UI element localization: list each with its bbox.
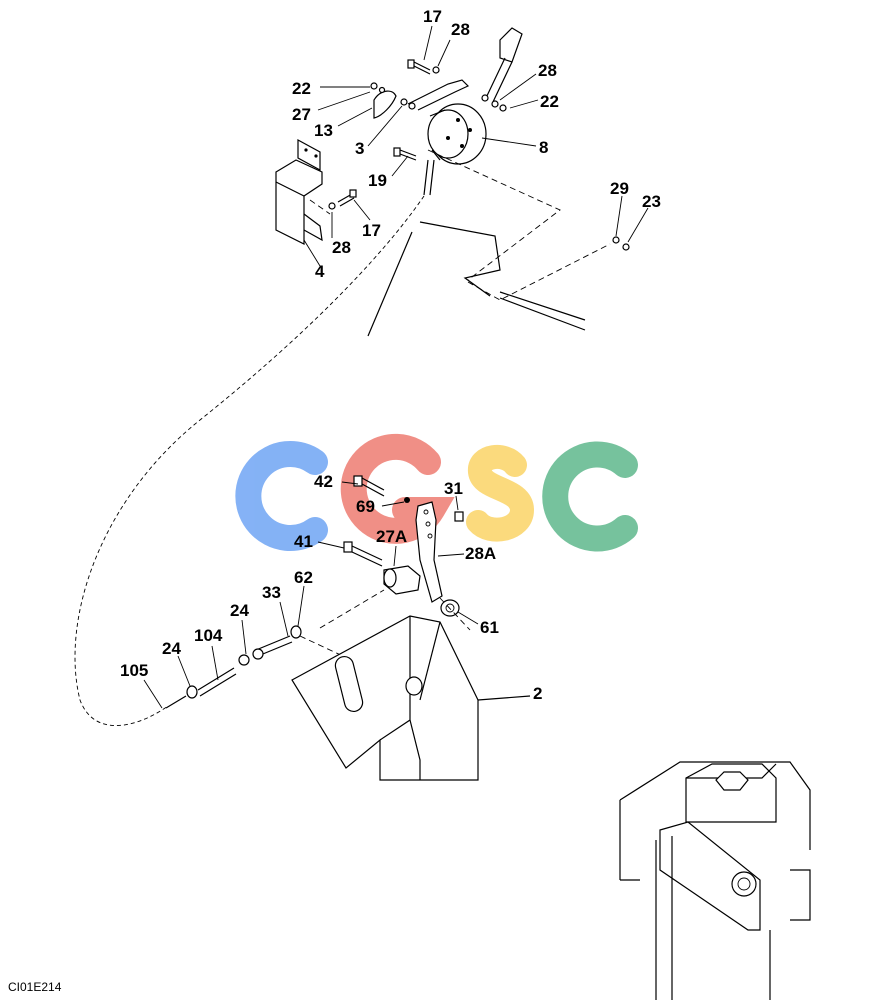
label-31: 31 — [444, 479, 463, 498]
label-27A: 27A — [376, 527, 407, 546]
watermark-letter-c2 — [542, 441, 638, 552]
label-19: 19 — [368, 171, 387, 190]
label-61: 61 — [480, 618, 499, 637]
label-62: 62 — [294, 568, 313, 587]
watermark-letter-g — [340, 433, 455, 544]
label-23: 23 — [642, 192, 661, 211]
label-17-top: 17 — [423, 7, 442, 26]
label-69: 69 — [356, 497, 375, 516]
label-28-top: 28 — [451, 20, 470, 39]
label-17-bracket: 17 — [362, 221, 381, 240]
label-8: 8 — [539, 138, 548, 157]
label-24-left: 24 — [162, 639, 181, 658]
watermark-letter-c1 — [235, 441, 328, 551]
label-3: 3 — [355, 139, 364, 158]
label-22-left: 22 — [292, 79, 311, 98]
label-28-right: 28 — [538, 61, 557, 80]
governor-linkage — [165, 475, 471, 709]
engine-block — [619, 761, 811, 1000]
label-28A: 28A — [465, 544, 496, 563]
label-2: 2 — [533, 684, 542, 703]
label-13: 13 — [314, 121, 333, 140]
throttle-lever-assembly — [370, 27, 523, 196]
watermark-letter-s — [466, 445, 535, 542]
label-104: 104 — [194, 626, 223, 645]
console-panel — [309, 149, 630, 337]
label-24-right: 24 — [230, 601, 249, 620]
label-41: 41 — [294, 532, 313, 551]
label-29: 29 — [610, 179, 629, 198]
leader-lines — [143, 25, 649, 709]
label-4: 4 — [315, 262, 325, 281]
part-labels: 17 28 22 27 13 3 19 8 28 22 28 17 4 29 2… — [120, 7, 661, 703]
label-105: 105 — [120, 661, 148, 680]
drawing-code: CI01E214 — [8, 980, 62, 994]
label-28-bracket: 28 — [332, 238, 351, 257]
governor-housing — [291, 615, 531, 781]
bracket-4 — [275, 138, 357, 245]
throttle-cable — [74, 195, 425, 726]
label-22-right: 22 — [540, 92, 559, 111]
label-33: 33 — [262, 583, 281, 602]
label-42: 42 — [314, 472, 333, 491]
watermark — [235, 433, 638, 552]
label-27: 27 — [292, 105, 311, 124]
